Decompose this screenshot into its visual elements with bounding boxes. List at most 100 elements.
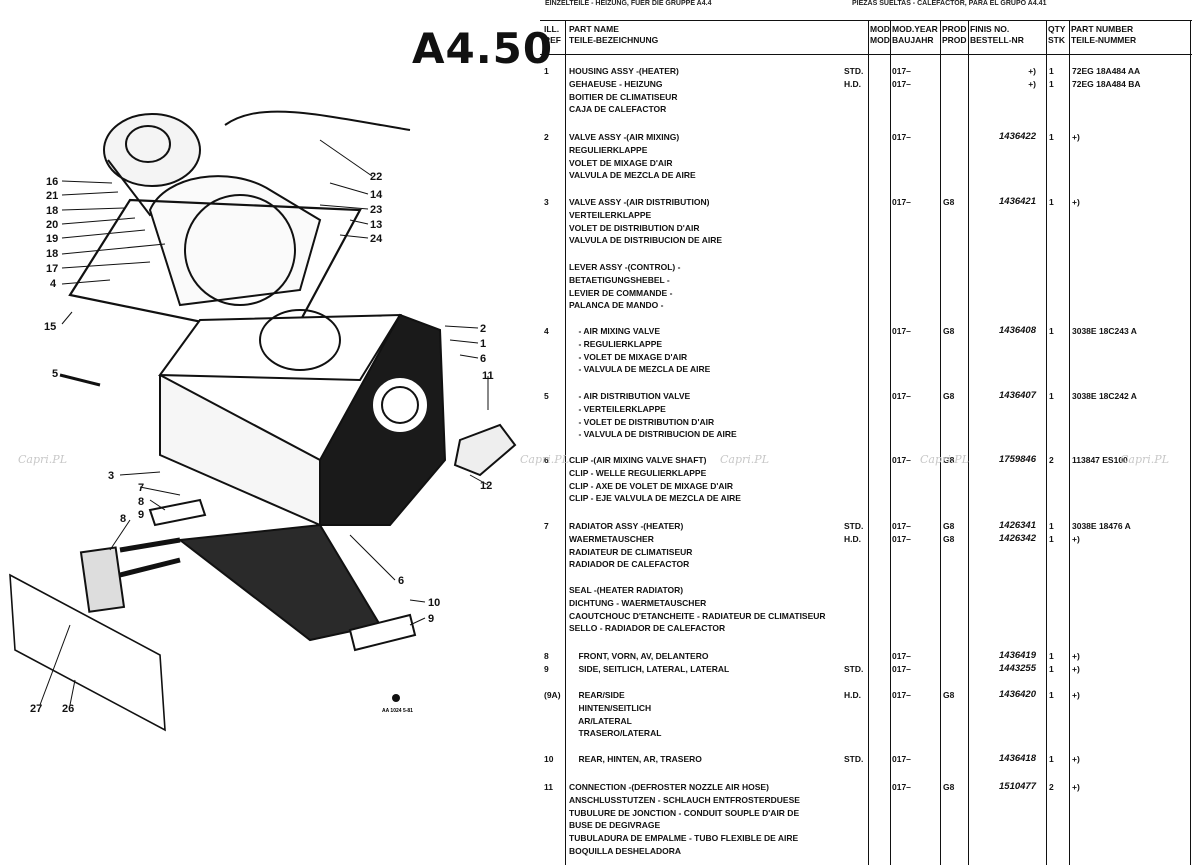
running-header-left: EINZELTEILE - HEIZUNG, FUER DIE GRUPPE A…: [545, 0, 712, 7]
row-ref: 4: [544, 326, 549, 336]
row-qty-value: 2: [1049, 455, 1054, 465]
row-mod-year: 017–: [892, 753, 911, 766]
row-variant-value: H.D.: [844, 78, 861, 89]
row-qty: 1: [1049, 325, 1054, 338]
row-finis-value: +): [1028, 78, 1036, 89]
description-line: - VOLET DE DISTRIBUTION D'AIR: [569, 416, 715, 427]
row-part-number-value: 3038E 18476 A: [1072, 521, 1131, 531]
row-finis-value: 1759846: [999, 454, 1036, 465]
callout-6: 6: [480, 353, 486, 365]
row-qty: 1: [1049, 650, 1054, 663]
row-qty: 1: [1049, 663, 1054, 676]
row-ref: 11: [544, 782, 553, 792]
watermark: Capri.PL: [1120, 453, 1169, 466]
row-finis: 1510477: [970, 781, 1036, 794]
row-qty: 1: [1049, 390, 1054, 403]
heater-radiator: [177, 523, 382, 642]
row-mod-year: 017–: [892, 689, 911, 702]
row-prod-value: G8: [943, 391, 955, 401]
callout-18: 18: [46, 205, 58, 217]
row-ref: 1: [544, 66, 549, 76]
row-part-number-value: 3038E 18C243 A: [1072, 326, 1137, 336]
row-part-number-value: +): [1072, 132, 1080, 142]
callout-27: 27: [30, 703, 42, 715]
row-ref: 8: [544, 651, 549, 661]
row-part-number-value: +): [1072, 782, 1080, 792]
callout-15: 15: [44, 321, 56, 333]
row-variant-value: H.D.: [844, 690, 861, 700]
description-line: TUBULURE DE JONCTION - CONDUIT SOUPLE D'…: [569, 807, 800, 818]
callout-5: 5: [52, 368, 58, 380]
callout-22: 22: [370, 171, 382, 183]
row-ref: 10: [544, 754, 554, 764]
row-mod-year-value: 017–: [892, 78, 911, 89]
row-qty: 1: [1049, 131, 1054, 144]
callout-20: 20: [46, 219, 58, 231]
callout-21: 21: [46, 190, 58, 202]
description-line: ANSCHLUSSTUTZEN - SCHLAUCH ENTFROSTERDUE…: [569, 794, 800, 805]
callout-14: 14: [370, 189, 383, 201]
watermark: Capri.PL: [520, 453, 569, 466]
row-mod-year: 017–: [892, 650, 911, 663]
row-finis: +)+): [970, 65, 1036, 91]
row-variant-value: STD.: [844, 66, 864, 76]
header-ref: ILL.REF: [544, 24, 561, 45]
description-line: HINTEN/SEITLICH: [569, 702, 652, 713]
row-description: VALVE ASSY -(AIR DISTRIBUTION)VERTEILERK…: [569, 196, 839, 247]
row-finis-value: 1436419: [999, 650, 1036, 661]
callout-7: 7: [138, 482, 144, 494]
row-qty-value: 1: [1049, 533, 1054, 544]
row-prod-value: G8: [943, 455, 955, 465]
row-description: SIDE, SEITLICH, LATERAL, LATERAL: [569, 663, 839, 676]
description-line: VALVULA DE DISTRIBUCION DE AIRE: [569, 235, 723, 246]
row-part-number-value: 72EG 18A484 AA: [1072, 66, 1141, 76]
row-qty-value: 2: [1049, 782, 1054, 792]
running-header-right: PIEZAS SUELTAS - CALEFACTOR, PARA EL GRU…: [852, 0, 1047, 7]
row-mod-year: 017–: [892, 454, 911, 467]
row-qty-value: 1: [1049, 132, 1054, 142]
description-line: CLIP - EJE VALVULA DE MEZCLA DE AIRE: [569, 493, 741, 504]
row-variant-value: STD.: [844, 754, 864, 764]
row-finis-value: 1436407: [999, 390, 1036, 401]
callout-26: 26: [62, 703, 74, 715]
callout-23: 23: [370, 204, 382, 216]
row-part-number: 3038E 18C243 A: [1072, 325, 1137, 338]
row-mod-year-value: 017–: [892, 651, 911, 661]
row-part-number-value: +): [1072, 664, 1080, 674]
row-finis-value: 1436421: [999, 196, 1036, 207]
description-line: VERTEILERKLAPPE: [569, 209, 652, 220]
row-qty-value: 1: [1049, 391, 1054, 401]
callout-19: 19: [46, 233, 58, 245]
callout-17: 17: [46, 263, 58, 275]
seal-front: [148, 498, 207, 527]
row-mod-year: 017–017–: [892, 520, 911, 546]
description-line: BETAETIGUNGSHEBEL -: [569, 274, 670, 285]
row-mod-year-value: 017–: [892, 197, 911, 207]
row-part-number: 3038E 18C242 A: [1072, 390, 1137, 403]
description-line: REAR, HINTEN, AR, TRASERO: [569, 754, 702, 764]
row-mod-year-value: 017–: [892, 455, 911, 465]
description-line: TRASERO/LATERAL: [569, 728, 662, 739]
row-mod-year: 017–: [892, 663, 911, 676]
callout-6b: 6: [398, 575, 404, 587]
row-ref: 2: [544, 132, 549, 142]
watermark: Capri.PL: [720, 453, 769, 466]
description-line: TUBULADURA DE EMPALME - TUBO FLEXIBLE DE…: [569, 833, 799, 844]
row-finis-value: 1436418: [999, 753, 1036, 764]
row-qty: 1: [1049, 753, 1054, 766]
description-line: BUSE DE DEGIVRAGE: [569, 820, 661, 831]
row-ref: 5: [544, 391, 549, 401]
callout-10: 10: [428, 597, 440, 609]
row-qty-value: 1: [1049, 651, 1054, 661]
row-mod-year-value: 017–: [892, 690, 911, 700]
row-mod-year: 017–: [892, 390, 911, 403]
row-part-number-value: +): [1072, 651, 1080, 661]
row-description: FRONT, VORN, AV, DELANTERO: [569, 650, 839, 663]
row-mod-year: 017–: [892, 781, 911, 794]
